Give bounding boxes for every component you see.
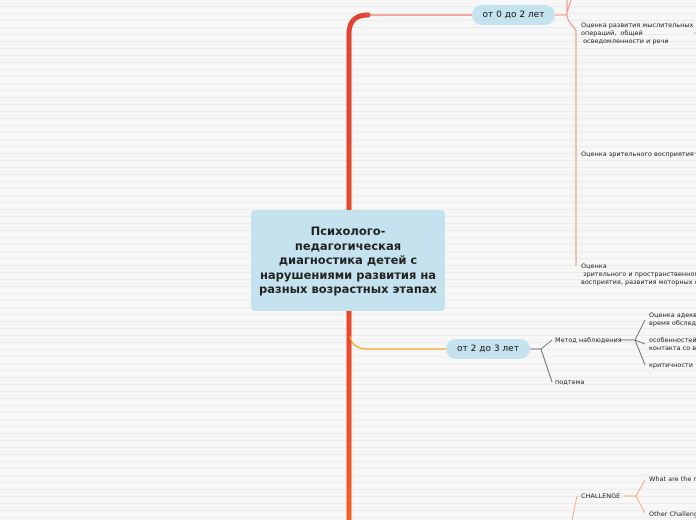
node-thinking-assessment[interactable]: Оценка развития мыслительных операций, о… — [581, 21, 694, 45]
node-subtopic[interactable]: подтема — [555, 378, 585, 386]
node-spatial-motor[interactable]: Оценка зрительного и пространственного в… — [581, 262, 696, 286]
branch-2-3-years[interactable]: от 2 до 3 лет — [446, 339, 530, 359]
subtopic-line-2-3 — [530, 339, 553, 383]
central-topic[interactable]: Психолого-педагогическая диагностика дет… — [251, 210, 445, 311]
node-adequacy[interactable]: Оценка адекв время обслед — [649, 311, 696, 327]
node-criticality[interactable]: критичности — [649, 361, 693, 369]
subtopic-line-challenge — [571, 495, 578, 520]
trunk-line — [346, 12, 371, 520]
node-contact[interactable]: особенностей контакта со вз — [649, 336, 696, 352]
subtopic-line-0-2 — [555, 0, 577, 266]
node-challenge[interactable]: CHALLENGE — [581, 492, 621, 500]
branch-line-2-3 — [349, 335, 446, 350]
branch-0-2-years[interactable]: от 0 до 2 лет — [472, 5, 555, 25]
node-observation-method[interactable]: Метод наблюдения — [555, 336, 622, 344]
node-other-challenge[interactable]: Other Challeng — [649, 510, 696, 518]
node-challenge-question[interactable]: What are the m — [649, 475, 696, 483]
node-visual-perception[interactable]: Оценка зрительного восприятия — [581, 150, 694, 158]
